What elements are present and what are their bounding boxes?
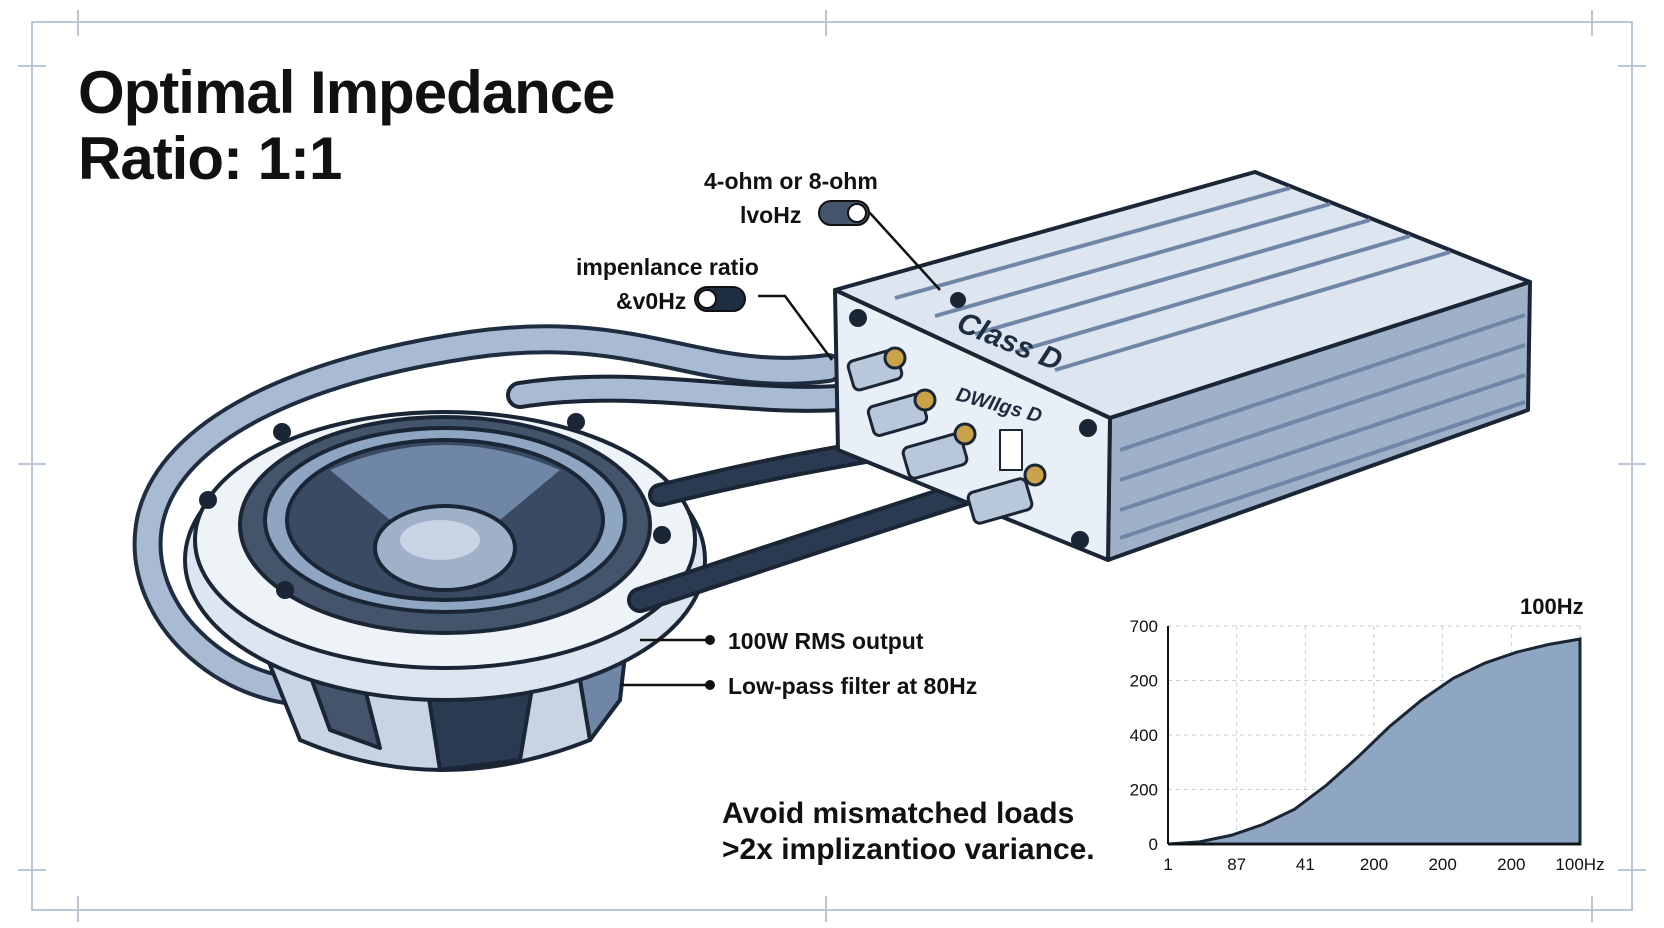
warning-line-1: Avoid mismatched loads [722,797,1075,830]
impedance-toggle-knob [697,289,717,309]
y-tick-label: 0 [1149,835,1158,854]
x-tick-label: 100Hz [1555,855,1604,874]
ohm-freq-label: lvoHz [740,202,802,228]
y-tick-label: 400 [1130,726,1158,745]
subwoofer [183,410,707,772]
page-title: Optimal Impedance Ratio: 1:1 [78,59,615,192]
peak-label: 100Hz [1520,594,1584,619]
x-tick-labels: 1 87 41 200 200 200 100Hz [1163,855,1604,874]
y-tick-label: 700 [1130,617,1158,636]
blueprint-frame [18,10,1646,922]
x-tick-label: 200 [1360,855,1388,874]
lowpass-callout-dot [705,680,715,690]
rca-connectors [846,346,1047,525]
warning-note: Avoid mismatched loads >2x implizantioo … [722,796,1095,868]
y-tick-label: 200 [1130,672,1158,691]
y-tick-labels: 700 200 400 200 0 [1130,617,1158,854]
response-area [1167,637,1582,846]
title-line-2: Ratio: 1:1 [78,125,342,192]
x-tick-label: 41 [1296,855,1315,874]
y-tick-label: 200 [1130,781,1158,800]
impedance-toggle[interactable] [694,286,746,312]
lowpass-label: Low-pass filter at 80Hz [728,673,978,699]
ohm-toggle-knob [847,203,867,223]
x-tick-label: 87 [1227,855,1246,874]
rms-output-label: 100W RMS output [728,628,924,654]
x-tick-label: 200 [1428,855,1456,874]
rms-callout-dot [705,635,715,645]
x-tick-label: 1 [1163,855,1172,874]
impedance-freq-label: &v0Hz [616,288,687,314]
warning-line-2: >2x implizantioo variance. [722,833,1095,866]
title-line-1: Optimal Impedance [78,59,615,126]
impedance-ratio-label: impenlance ratio [576,254,759,280]
x-tick-label: 200 [1497,855,1525,874]
ohm-toggle[interactable] [818,200,870,226]
response-chart: 700 200 400 200 0 1 87 41 200 200 200 100Hz 100Hz [1130,594,1605,874]
ohm-label: 4-ohm or 8-ohm [704,168,878,194]
